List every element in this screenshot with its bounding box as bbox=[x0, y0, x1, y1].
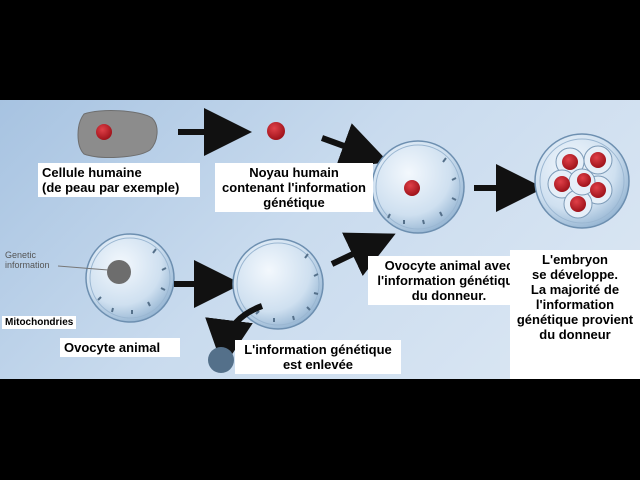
diagram-art bbox=[57, 108, 630, 373]
human-nucleus-icon bbox=[267, 122, 285, 140]
arrow-nucleus-to-oocyte bbox=[320, 123, 389, 169]
removed-nucleus-icon bbox=[208, 347, 234, 373]
genetic-information-pointer bbox=[57, 265, 109, 271]
label-animal-oocyte: Ovocyte animal bbox=[60, 338, 180, 357]
arrow-enucleated-to-donor bbox=[330, 232, 396, 276]
label-human-cell: Cellule humaine(de peau par exemple) bbox=[38, 163, 200, 197]
label-mitochondries: Mitochondries bbox=[2, 316, 77, 329]
embryo-icon bbox=[534, 133, 630, 229]
diagram-panel: Cellule humaine(de peau par exemple) Noy… bbox=[0, 100, 640, 379]
genetic-information-nucleus bbox=[107, 260, 131, 284]
donor-oocyte-icon bbox=[371, 140, 465, 234]
animal-oocyte-icon bbox=[85, 233, 175, 323]
arrow-removal bbox=[205, 303, 264, 368]
human-cell-icon bbox=[77, 110, 158, 158]
